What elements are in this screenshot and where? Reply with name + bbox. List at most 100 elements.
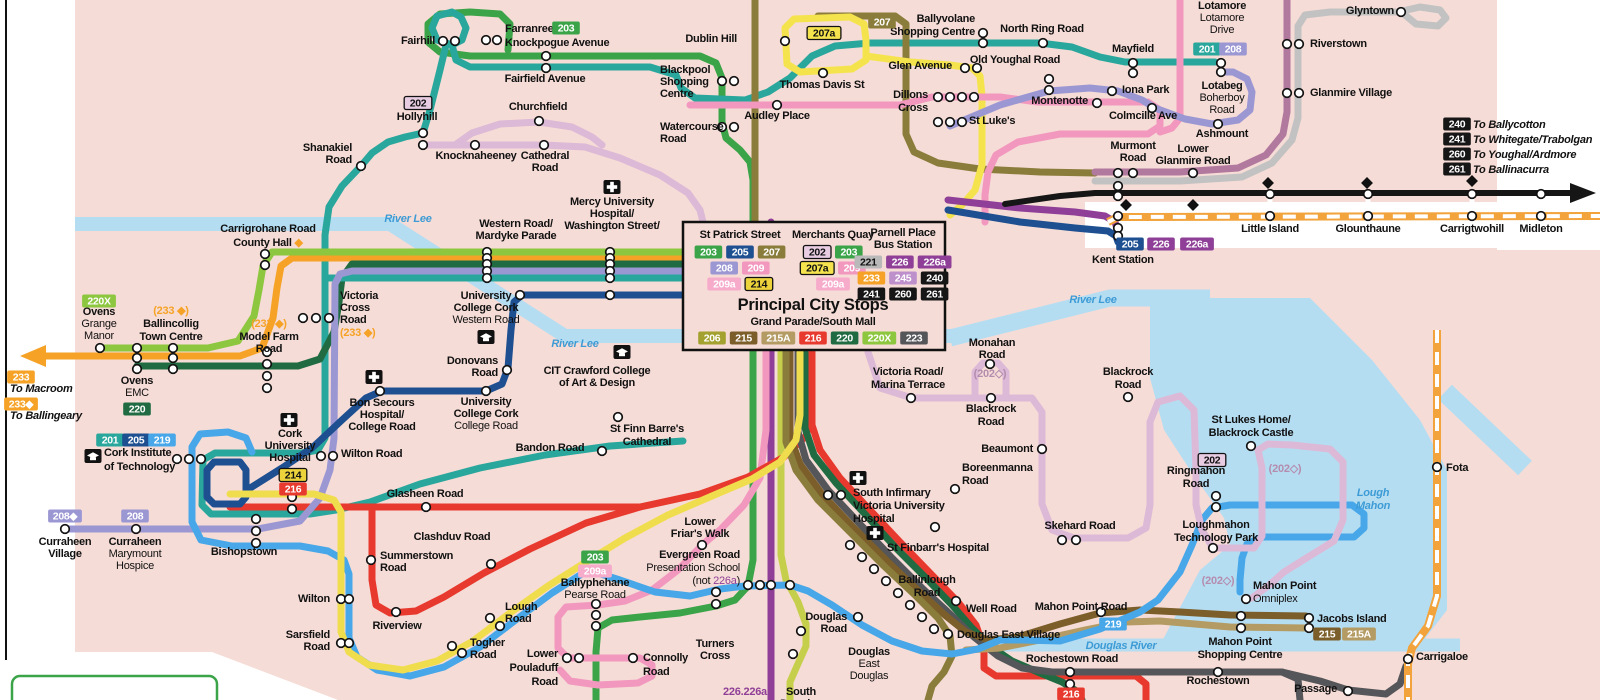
station-stop (1293, 87, 1305, 99)
station-stop (1215, 57, 1227, 69)
map-label: Mercy University (570, 196, 655, 208)
station-stop (904, 599, 916, 611)
route-badge-261: 261 (920, 287, 949, 301)
station-stop (1070, 534, 1082, 546)
station-stop (1187, 167, 1199, 179)
route-line-220x-west (96, 248, 687, 352)
map-label: Audley Place (744, 110, 810, 122)
map-label: (202◇) (974, 368, 1007, 380)
svg-text:215: 215 (1319, 629, 1336, 641)
map-label: Road (340, 314, 367, 326)
svg-text:208: 208 (127, 511, 144, 523)
svg-text:220: 220 (836, 333, 853, 345)
map-label: Curraheen (39, 536, 92, 548)
map-label: (202◇) (1269, 463, 1302, 475)
route-badge-240: 240 (1443, 117, 1471, 131)
station-stop (1535, 188, 1547, 200)
route-badge-260: 260 (1443, 147, 1471, 161)
station-stop (784, 579, 796, 591)
station-stop (1212, 666, 1224, 678)
route-badge-209a: 209a (578, 564, 612, 578)
map-label: Curraheen (109, 536, 162, 548)
route-badge-241: 241 (1443, 132, 1471, 146)
station-stop (1535, 210, 1547, 222)
station-stop (1342, 685, 1354, 697)
map-label: Cross (340, 302, 370, 314)
map-label: Parnell Place (870, 227, 935, 239)
svg-text:261: 261 (926, 289, 943, 301)
station-stop (968, 91, 980, 103)
map-label: Fota (1446, 462, 1469, 474)
map-label: Knockpogue Avenue (505, 37, 609, 49)
station-stop (167, 342, 179, 354)
map-label: Road (643, 666, 670, 678)
station-stop (590, 620, 602, 632)
station-stop (1043, 73, 1055, 85)
route-badge-205: 205 (122, 433, 150, 447)
svg-text:216: 216 (285, 484, 302, 496)
map-label: South (786, 686, 816, 698)
route-badge-221: 221 (854, 255, 883, 269)
map-label: Kent Station (1092, 254, 1154, 266)
station-stop (627, 652, 639, 664)
map-label: Road (304, 641, 331, 653)
svg-text:209a: 209a (584, 566, 607, 578)
station-stop (835, 489, 847, 501)
station-stop (297, 312, 309, 324)
station-stop (480, 385, 492, 397)
map-label: Lower (527, 648, 559, 660)
map-label: Rochestown (1187, 675, 1250, 687)
map-label: Old Youghal Road (970, 54, 1060, 66)
map-label: Shopping Centre (1198, 649, 1283, 661)
map-label: To Whitegate/Trabolgan (1473, 134, 1593, 146)
route-badge-203: 203 (552, 21, 580, 35)
map-label: Shanakiel (303, 142, 352, 154)
map-label: Sarsfield (286, 629, 330, 641)
map-label: Road (532, 676, 559, 688)
map-label: (233 ◆) (153, 305, 189, 317)
map-label: Colmcille Ave (1109, 110, 1177, 122)
station-stop (59, 523, 71, 535)
map-label: Carrigrohane Road (220, 223, 315, 235)
station-stop (1466, 210, 1478, 222)
map-label: Friar's Walk (671, 528, 731, 540)
station-stop (1112, 210, 1124, 222)
route-badge-208: 208 (1219, 42, 1247, 56)
station-stop (501, 364, 513, 376)
station-stop (1146, 102, 1158, 114)
svg-text:233: 233 (13, 372, 30, 384)
map-label: Hospice (116, 560, 154, 572)
svg-text:220: 220 (129, 404, 146, 416)
svg-text:205: 205 (128, 435, 145, 447)
map-label: Centre (660, 88, 693, 100)
station-stop (956, 116, 968, 128)
map-label: Principal City Stops (738, 296, 889, 314)
route-badge-202: 202 (1197, 452, 1227, 468)
route-badge-233: 233 (7, 370, 35, 384)
svg-text:233◆: 233◆ (9, 399, 35, 411)
route-badge-207a: 207a (799, 260, 835, 276)
map-label: North Ring Road (1000, 23, 1084, 35)
map-label: Village (48, 548, 82, 560)
map-label: Road (979, 349, 1006, 361)
route-badge-209: 209 (742, 261, 770, 275)
svg-text:208: 208 (716, 263, 733, 275)
route-line-glanmire-mauve (1091, 0, 1291, 176)
station-stop (1112, 167, 1124, 179)
map-label: Road (1120, 152, 1147, 164)
svg-text:209: 209 (747, 263, 764, 275)
route-badge-208◆: 208◆ (48, 509, 82, 523)
station-stop (1240, 593, 1252, 605)
svg-text:208: 208 (1225, 44, 1242, 56)
map-label: Bishopstown (211, 546, 278, 558)
route-badge-203: 203 (694, 245, 723, 259)
route-badge-220: 220 (123, 402, 151, 416)
svg-text:220X: 220X (868, 333, 892, 345)
station-stop (343, 637, 355, 649)
map-label: Cork (278, 428, 303, 440)
station-stop (1264, 188, 1276, 200)
station-stop (604, 289, 616, 301)
map-label: Marina Terrace (871, 379, 945, 391)
route-badge-245: 245 (889, 271, 917, 285)
station-stop (261, 346, 273, 358)
